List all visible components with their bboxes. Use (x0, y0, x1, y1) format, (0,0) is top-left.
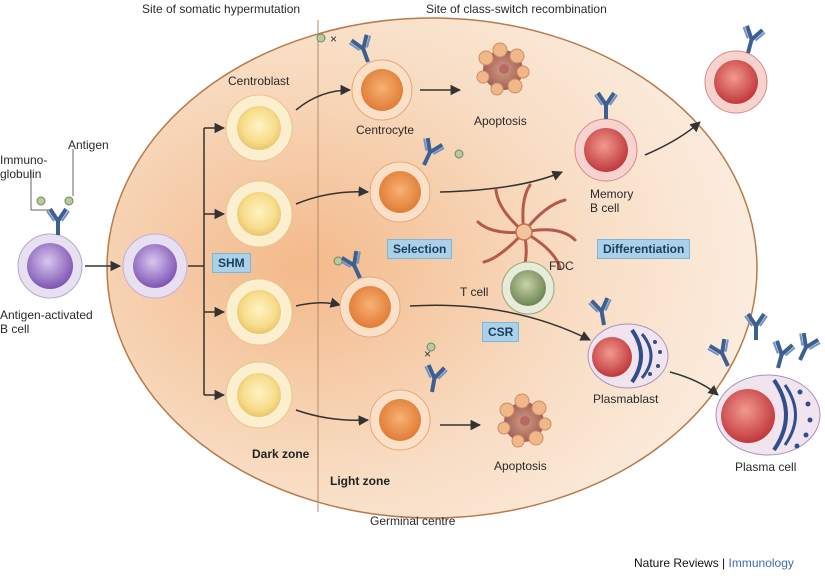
credit-journal: Immunology (728, 556, 794, 570)
centroblast-2 (225, 180, 293, 248)
t-cell (501, 261, 555, 315)
to-memory-arrow (439, 170, 563, 193)
label-germinal-centre: Germinal centre (370, 514, 456, 528)
svg-text:×: × (330, 32, 337, 46)
label-centrocyte: Centrocyte (356, 123, 415, 137)
follicular-dendritic-cell (476, 183, 577, 277)
circulating-memory-b-cell (704, 23, 768, 114)
to-memory-exit-arrow (644, 121, 701, 156)
to-plasma-cell-arrow (669, 371, 719, 396)
antigen-activated-b-cell (17, 149, 83, 299)
to-plasmablast-arrow (409, 304, 591, 341)
label-dark-zone: Dark zone (252, 447, 310, 461)
box-csr: CSR (482, 322, 520, 342)
box-differentiation: Differentiation (597, 239, 691, 259)
centroblast-to-centrocyte-arrows (295, 84, 370, 426)
label-plasma-cell: Plasma cell (735, 460, 797, 474)
branch-arrows (188, 122, 226, 401)
label-antigen-activated-b-cell: Antigen-activated B cell (0, 308, 93, 336)
label-t-cell: T cell (460, 285, 489, 299)
credit-line: Nature Reviews | Immunology (634, 556, 794, 570)
label-antigen: Antigen (68, 138, 109, 152)
apoptotic-cell-bottom (497, 393, 552, 448)
memory-b-cell (574, 91, 638, 182)
plasmablast (586, 295, 669, 389)
centrocyte-csr (333, 247, 401, 338)
header-somatic-hypermutation: Site of somatic hypermutation (142, 2, 301, 16)
label-apoptosis-top: Apoptosis (474, 114, 527, 128)
label-centroblast: Centroblast (228, 74, 290, 88)
svg-text:×: × (424, 347, 431, 361)
label-plasmablast: Plasmablast (593, 392, 659, 406)
centrocyte-top: × (316, 31, 413, 121)
label-light-zone: Light zone (330, 474, 390, 488)
label-fdc: FDC (549, 259, 574, 273)
centrocyte-bottom: × (369, 342, 450, 451)
centroblast-3 (225, 278, 293, 346)
proliferating-b-cell (122, 233, 188, 299)
centrocyte-selected (369, 134, 464, 223)
centroblast-4 (225, 361, 293, 429)
apoptotic-cell-top (476, 42, 530, 96)
label-apoptosis-bottom: Apoptosis (494, 459, 547, 473)
centroblast-1 (225, 94, 293, 162)
plasma-cell (715, 374, 821, 456)
box-shm: SHM (212, 253, 251, 273)
header-class-switch: Site of class-switch recombination (426, 2, 607, 16)
box-selection: Selection (387, 239, 453, 259)
credit-separator: | (722, 556, 726, 570)
credit-publisher: Nature Reviews (634, 556, 719, 570)
label-memory-b-cell: Memory B cell (590, 187, 634, 215)
label-immunoglobulin: Immuno- globulin (0, 153, 48, 181)
